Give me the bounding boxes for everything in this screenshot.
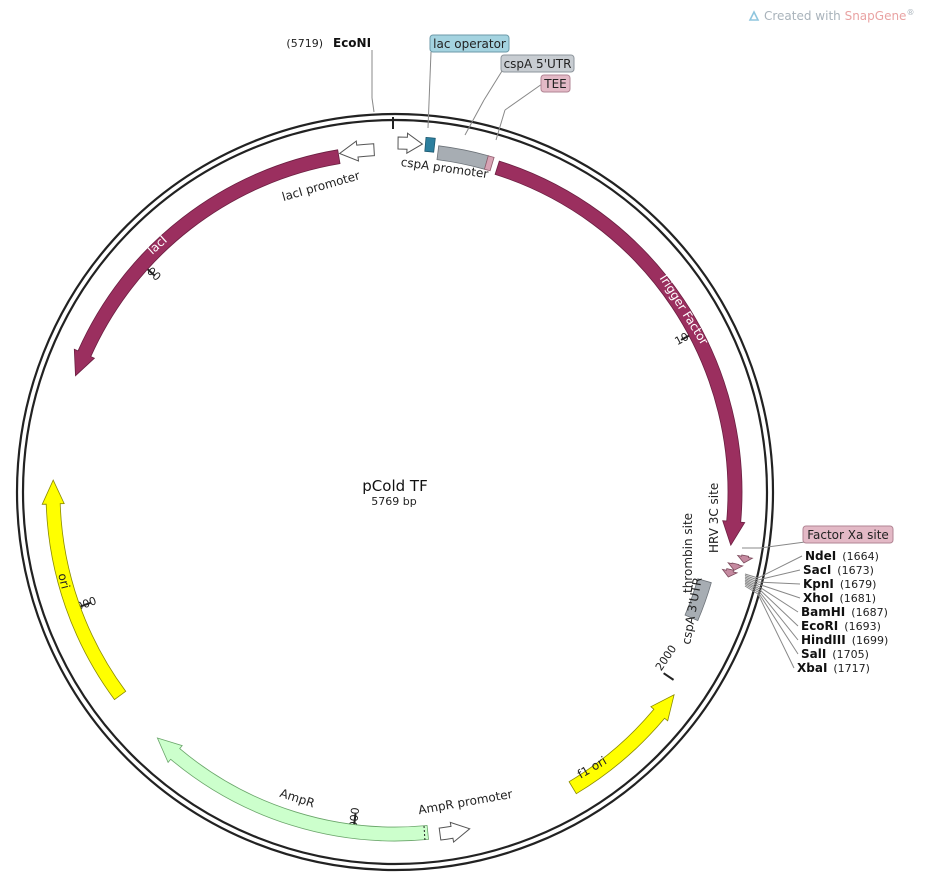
restriction-site-name[interactable]: BamHI <box>801 605 845 619</box>
factor-xa-leader <box>759 541 806 549</box>
cspa-5utr-callout-label: cspA 5'UTR <box>504 57 572 71</box>
restriction-site-position: (1664) <box>842 550 879 563</box>
restriction-site-position: (1693) <box>844 620 881 633</box>
restriction-site-name[interactable]: SacI <box>803 563 831 577</box>
backbone-inner-ring <box>21 118 769 866</box>
restriction-site-position: (1687) <box>851 606 888 619</box>
tick-mark <box>78 601 91 608</box>
restriction-site-position: (1673) <box>837 564 874 577</box>
ampr-promoter-feature[interactable] <box>438 821 471 844</box>
restriction-site-name[interactable]: EcoRI <box>801 619 838 633</box>
tick-mark <box>353 813 357 826</box>
site-leader-line-2 <box>744 581 759 589</box>
site-leader-line <box>757 587 799 627</box>
cspa-5utr-callout[interactable] <box>500 54 575 73</box>
lac-operator-leader <box>427 51 432 129</box>
backbone-outer-ring <box>15 112 775 872</box>
tee-leader-2 <box>495 109 506 141</box>
tee-leader <box>504 83 543 111</box>
site-leader-line-2 <box>744 575 759 581</box>
site-leader-line-2 <box>744 582 759 591</box>
factor-xa-callout-label: Factor Xa site <box>807 528 889 542</box>
restriction-site-name[interactable]: NdeI <box>805 549 836 563</box>
tee-callout-label: TEE <box>543 77 567 91</box>
watermark-registered-mark: ® <box>906 8 915 17</box>
restriction-site-name[interactable]: SalI <box>801 647 826 661</box>
restriction-site-name[interactable]: XhoI <box>803 591 834 605</box>
factor-xa-callout[interactable] <box>802 525 894 544</box>
site-leader-line-2 <box>744 578 759 585</box>
restriction-site-position: (1717) <box>833 662 870 675</box>
site-leader-line-2 <box>744 573 759 579</box>
site-leader-line <box>757 583 801 599</box>
thrombin-site-label: thrombin site <box>681 513 695 593</box>
lac-operator-callout[interactable] <box>429 34 510 53</box>
site-leader-line <box>757 555 803 579</box>
ampr-feature[interactable] <box>156 737 429 842</box>
tee-feature[interactable] <box>484 155 495 172</box>
lac-operator-callout-label: lac operator <box>433 37 506 51</box>
site-leader-line <box>757 593 795 669</box>
restriction-site-position: (1679) <box>840 578 877 591</box>
ori-label: ori <box>55 572 72 591</box>
cspa-5utr-leader <box>483 70 503 101</box>
restriction-site-position: (1705) <box>832 648 869 661</box>
hrv-3c-site-label: HRV 3C site <box>707 483 721 553</box>
cspa-3utr-feature[interactable] <box>684 578 712 622</box>
ampr-promoter-label: AmpR promoter <box>417 787 513 817</box>
econi-name: EcoNI <box>333 36 371 50</box>
restriction-site-list: NdeI (1664) SacI (1673)KpnI (1679) XhoI (1681)… <box>744 549 889 675</box>
factor-xa-site-feature[interactable] <box>736 554 754 564</box>
restriction-site-position: (1681) <box>840 592 877 605</box>
econi-position: (5719) <box>286 37 323 50</box>
thrombin-site-feature[interactable] <box>727 562 744 571</box>
cspa-5utr-leader-2 <box>464 99 485 136</box>
site-leader-line <box>757 569 801 581</box>
site-leader-line-2 <box>744 576 759 583</box>
site-leader-line-2 <box>744 579 759 587</box>
restriction-site-name[interactable]: XbaI <box>797 661 827 675</box>
tick-label: 2000 <box>653 643 679 673</box>
trigger-factor-feature[interactable] <box>494 160 746 547</box>
site-leader-line <box>757 581 801 585</box>
ampr-promoter-overlap-marker <box>423 825 426 842</box>
laci-feature[interactable] <box>73 149 341 377</box>
site-leader-line-2 <box>744 584 759 593</box>
f1-ori-feature[interactable] <box>568 694 675 795</box>
site-leader-line-2 <box>744 585 759 595</box>
restriction-site-name[interactable]: HindIII <box>801 633 846 647</box>
restriction-site-position: (1699) <box>852 634 889 647</box>
site-leader-line <box>757 591 799 655</box>
plasmid-name: pCold TF <box>362 477 427 495</box>
site-leader-line <box>757 585 799 613</box>
site-leader-line <box>757 589 799 641</box>
plasmid-length: 5769 bp <box>371 495 416 508</box>
watermark-prefix: Created with <box>764 9 845 23</box>
econi-leader-line-2 <box>371 97 375 113</box>
tick-mark <box>663 672 675 681</box>
watermark-brand: SnapGene <box>844 9 907 23</box>
cspa-promoter-feature[interactable] <box>397 132 424 155</box>
ampr-label: AmpR <box>278 786 316 810</box>
laci-promoter-feature[interactable] <box>338 140 375 162</box>
tee-callout[interactable] <box>540 74 571 93</box>
lac-operator-feature[interactable] <box>424 136 436 153</box>
snapgene-logo-icon <box>748 10 760 21</box>
snapgene-watermark: Created with SnapGene® <box>748 8 914 23</box>
ori-feature[interactable] <box>41 479 127 701</box>
restriction-site-name[interactable]: KpnI <box>803 577 834 591</box>
hrv-3c-site-feature[interactable] <box>721 568 739 578</box>
